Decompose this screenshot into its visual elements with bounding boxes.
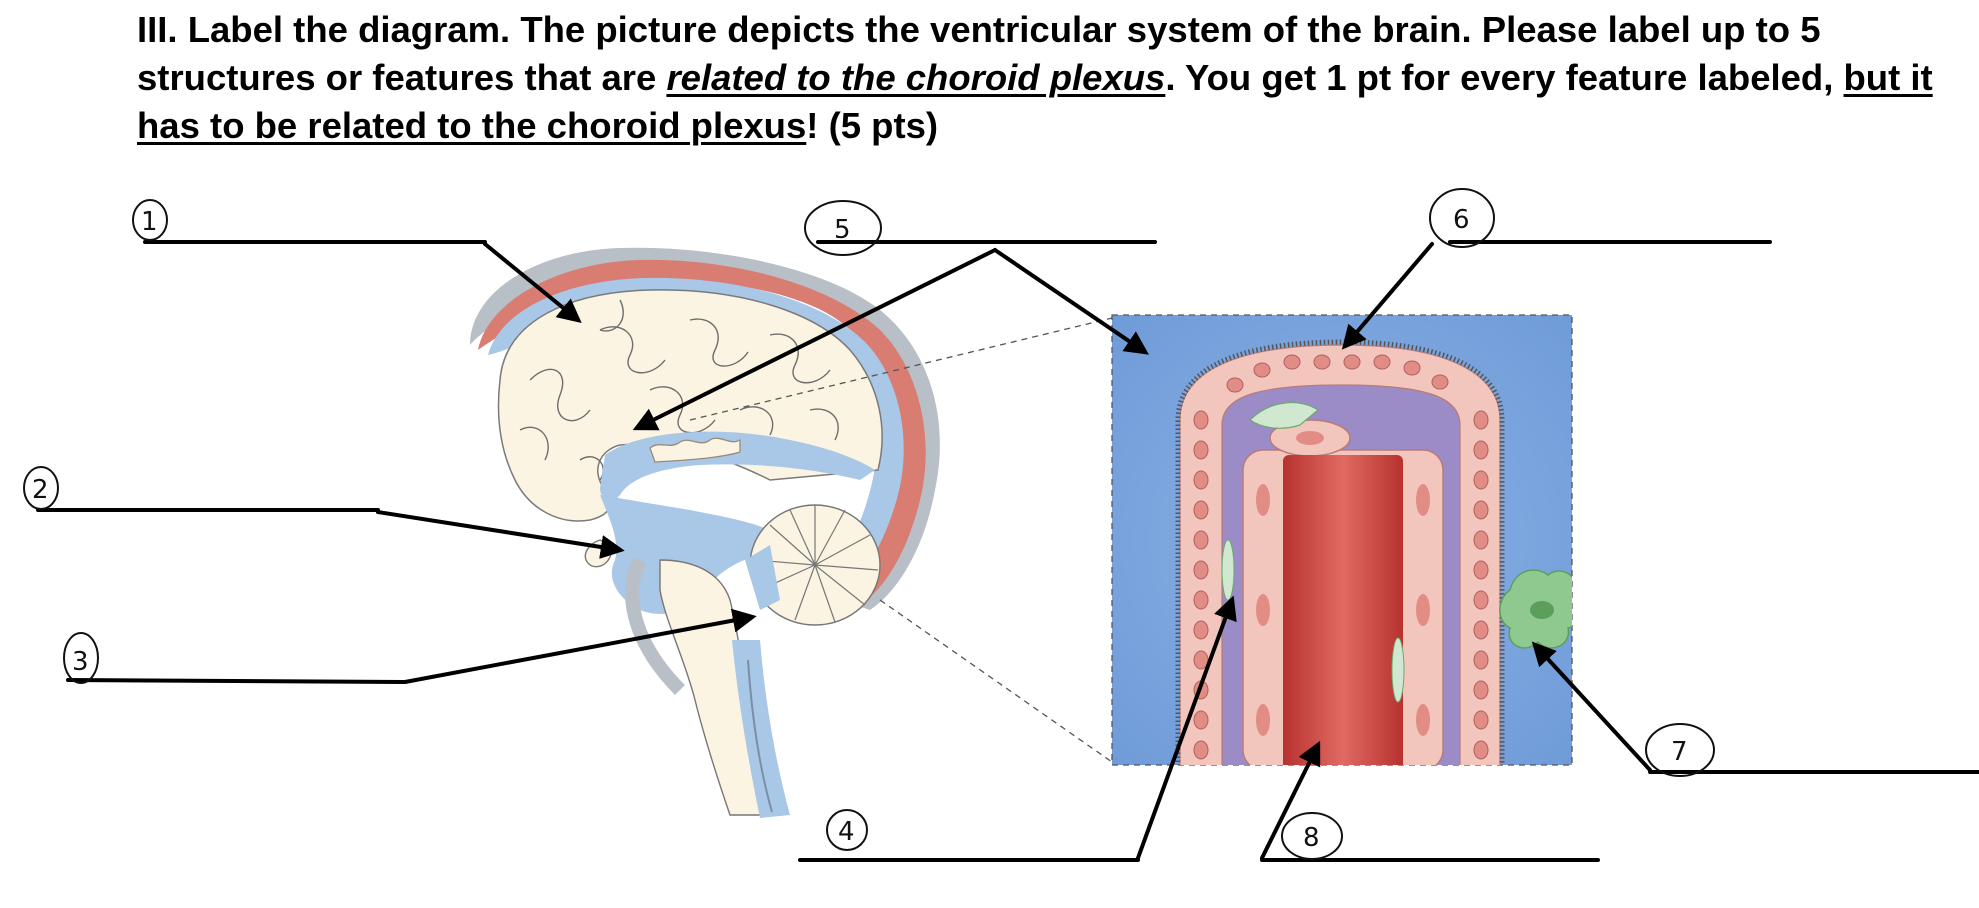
cerebral-gyri bbox=[519, 299, 839, 481]
skull-base bbox=[625, 556, 685, 695]
pericyte-cell bbox=[1249, 402, 1320, 429]
label-1: 1 bbox=[141, 207, 158, 237]
leader-8 bbox=[1260, 740, 1321, 860]
leader-3 bbox=[403, 608, 757, 684]
choroid-plexus-inset bbox=[1111, 314, 1573, 766]
leader-7 bbox=[1531, 641, 1652, 772]
brain-sagittal-section bbox=[470, 247, 940, 818]
question-part1: III. Label the diagram. The picture depi… bbox=[137, 9, 1821, 98]
label-3: 3 bbox=[72, 647, 89, 677]
question-emphasis: related to the choroid plexus bbox=[666, 57, 1166, 98]
capillary-lumen bbox=[1283, 455, 1403, 765]
label-6: 6 bbox=[1453, 205, 1470, 235]
leader-4 bbox=[1136, 595, 1237, 860]
leader-6 bbox=[1341, 242, 1434, 350]
leader-5a bbox=[632, 248, 997, 431]
handwritten-digits: 1 2 3 4 5 6 7 8 bbox=[32, 205, 1688, 853]
circle-4 bbox=[826, 809, 868, 851]
label-4: 4 bbox=[838, 817, 855, 847]
circle-5 bbox=[804, 200, 882, 256]
question-part3: ! (5 pts) bbox=[806, 105, 939, 146]
question-text: III. Label the diagram. The picture depi… bbox=[137, 6, 1937, 150]
leader-2 bbox=[376, 510, 625, 559]
zoom-line-bottom bbox=[879, 599, 1113, 763]
question-part2: . You get 1 pt for every feature labeled… bbox=[1165, 57, 1844, 98]
third-ventricle bbox=[600, 495, 770, 614]
dura-mater bbox=[478, 259, 926, 606]
label-7: 7 bbox=[1671, 737, 1688, 767]
epithelium-band bbox=[1179, 344, 1501, 765]
circle-2 bbox=[23, 466, 59, 510]
epithelial-nuclei bbox=[1193, 354, 1489, 760]
skull-outline bbox=[470, 247, 940, 610]
label-leaders bbox=[36, 240, 1979, 862]
label-2: 2 bbox=[32, 475, 49, 505]
stromal-cell-left bbox=[1221, 539, 1235, 601]
spinal-cord bbox=[732, 640, 790, 818]
circle-1 bbox=[132, 199, 168, 241]
fourth-ventricle bbox=[745, 545, 780, 610]
question-underlined: but it has to be related to the choroid … bbox=[137, 57, 1933, 146]
circle-3 bbox=[63, 632, 99, 684]
circle-8 bbox=[1281, 812, 1343, 860]
handwritten-numbers bbox=[23, 188, 1715, 860]
microvilli bbox=[1175, 339, 1505, 765]
circle-7 bbox=[1645, 723, 1715, 777]
ventricle-choroid-plexus bbox=[649, 437, 741, 463]
label-8: 8 bbox=[1303, 823, 1320, 853]
central-canal bbox=[747, 659, 773, 813]
stromal-cell-right bbox=[1391, 637, 1405, 703]
leader-5b bbox=[993, 248, 1149, 355]
endothelial-nuclei bbox=[1256, 484, 1430, 736]
answer-line-3 bbox=[66, 678, 407, 684]
label-5: 5 bbox=[834, 215, 851, 245]
leader-1 bbox=[483, 242, 582, 324]
circle-6 bbox=[1429, 188, 1495, 248]
